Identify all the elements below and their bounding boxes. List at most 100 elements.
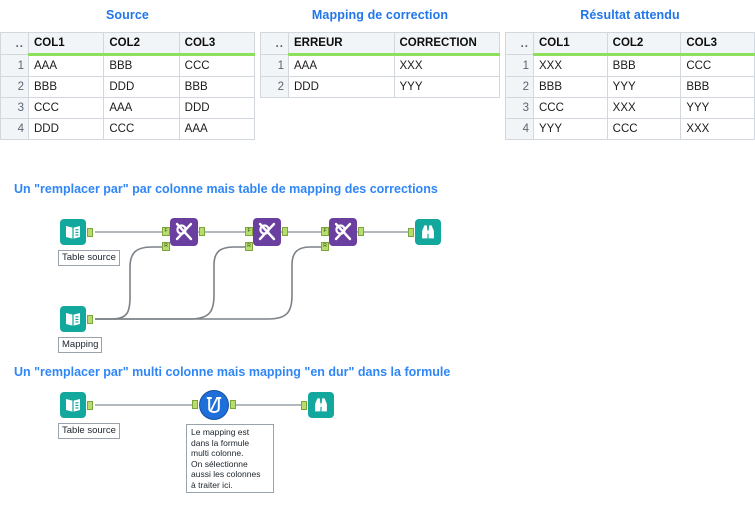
row-number: 1 bbox=[505, 54, 534, 77]
note-line: On sélectionne bbox=[191, 458, 248, 469]
row-index-header: .. bbox=[0, 32, 29, 55]
cell: BBB bbox=[533, 76, 608, 98]
row-number: 4 bbox=[0, 118, 29, 140]
column-header-correction: CORRECTION bbox=[393, 32, 500, 56]
table-row: 4 DDD CCC AAA bbox=[0, 118, 256, 140]
row-number: 1 bbox=[0, 54, 29, 77]
row-number: 2 bbox=[260, 76, 289, 98]
table-title-mapping: Mapping de correction bbox=[311, 8, 449, 22]
multi-field-formula-icon bbox=[200, 391, 228, 419]
connector-mapping-to-fr1 bbox=[95, 246, 163, 320]
cell: CCC bbox=[606, 118, 682, 140]
table-row: 1 AAA XXX bbox=[260, 54, 500, 77]
table-header-row: .. ERREUR CORRECTION bbox=[260, 32, 500, 56]
find-replace-icon bbox=[253, 218, 281, 246]
cell: YYY bbox=[606, 76, 682, 98]
table-block-result: Résultat attendu .. COL1 COL2 COL3 1 XXX… bbox=[505, 0, 755, 140]
row-number: 2 bbox=[505, 76, 534, 98]
connector-mapping-to-fr3 bbox=[95, 246, 322, 320]
node-table-source[interactable] bbox=[60, 219, 93, 245]
column-header-col2: COL2 bbox=[103, 32, 180, 56]
table-row: 4 YYY CCC XXX bbox=[505, 118, 755, 140]
row-number: 3 bbox=[505, 97, 534, 119]
note-line: à traiter ici. bbox=[191, 479, 233, 490]
cell: YYY bbox=[533, 118, 608, 140]
cell: BBB bbox=[680, 76, 755, 98]
cell: CCC bbox=[27, 97, 105, 119]
column-header-col3: COL3 bbox=[680, 32, 755, 56]
input-anchor[interactable] bbox=[301, 401, 307, 410]
input-data-icon bbox=[60, 392, 86, 418]
workflow-connectors-2 bbox=[95, 404, 305, 406]
cell: CCC bbox=[178, 54, 256, 77]
node-label-table-source-2: Table source bbox=[58, 423, 120, 439]
cell: AAA bbox=[178, 118, 256, 140]
cell: XXX bbox=[606, 97, 682, 119]
output-anchor[interactable] bbox=[87, 315, 93, 324]
row-number: 4 bbox=[505, 118, 534, 140]
table-title-source: Source bbox=[106, 8, 149, 22]
table-source: .. COL1 COL2 COL3 1 AAA BBB CCC 2 BBB DD… bbox=[0, 32, 256, 140]
node-mapping[interactable] bbox=[60, 306, 93, 332]
cell: AAA bbox=[103, 97, 180, 119]
data-tables-row: Source .. COL1 COL2 COL3 1 AAA BBB CCC bbox=[0, 0, 755, 150]
table-row: 1 AAA BBB CCC bbox=[0, 54, 256, 77]
note-line: dans la formule bbox=[191, 437, 250, 448]
browse-binoculars-icon bbox=[415, 219, 441, 245]
table-row: 2 DDD YYY bbox=[260, 76, 500, 98]
column-header-col1: COL1 bbox=[533, 32, 608, 56]
note-line: aussi les colonnes bbox=[191, 469, 261, 479]
table-block-mapping: Mapping de correction .. ERREUR CORRECTI… bbox=[260, 0, 500, 98]
cell: DDD bbox=[178, 97, 256, 119]
replace-input-anchor[interactable]: R bbox=[245, 242, 253, 251]
cell: CCC bbox=[680, 54, 755, 77]
output-anchor[interactable] bbox=[87, 401, 93, 410]
cell: CCC bbox=[533, 97, 608, 119]
node-multifield-formula[interactable] bbox=[192, 391, 236, 419]
node-find-replace-3[interactable]: F R bbox=[321, 218, 364, 251]
node-find-replace-1[interactable]: F R bbox=[162, 218, 205, 251]
output-anchor[interactable] bbox=[358, 227, 364, 236]
workflow-canvas-2: Table source Le mapping est dans la form… bbox=[0, 385, 755, 510]
node-browse-2[interactable] bbox=[301, 392, 334, 418]
connector-mapping-to-fr2 bbox=[95, 246, 246, 320]
input-anchor[interactable] bbox=[192, 400, 198, 409]
table-row: 2 BBB YYY BBB bbox=[505, 76, 755, 98]
output-anchor[interactable] bbox=[87, 228, 93, 237]
browse-binoculars-icon bbox=[308, 392, 334, 418]
replace-input-anchor[interactable]: R bbox=[321, 242, 329, 251]
column-header-erreur: ERREUR bbox=[288, 32, 395, 56]
row-index-header: .. bbox=[260, 32, 289, 55]
node-find-replace-2[interactable]: F R bbox=[245, 218, 288, 251]
row-number: 1 bbox=[260, 54, 289, 77]
note-line: Le mapping est bbox=[191, 427, 250, 437]
node-browse-1[interactable] bbox=[408, 219, 441, 245]
table-row: 3 CCC AAA DDD bbox=[0, 97, 256, 119]
output-anchor[interactable] bbox=[199, 227, 205, 236]
table-mapping: .. ERREUR CORRECTION 1 AAA XXX 2 DDD YYY bbox=[260, 32, 500, 98]
replace-input-anchor[interactable]: R bbox=[162, 242, 170, 251]
column-header-col1: COL1 bbox=[27, 32, 105, 56]
find-input-anchor[interactable]: F bbox=[162, 227, 170, 236]
section-title-1: Un "remplacer par" par colonne mais tabl… bbox=[14, 182, 438, 196]
table-row: 3 CCC XXX YYY bbox=[505, 97, 755, 119]
table-result: .. COL1 COL2 COL3 1 XXX BBB CCC 2 BBB YY… bbox=[505, 32, 755, 140]
cell: DDD bbox=[103, 76, 180, 98]
output-anchor[interactable] bbox=[230, 400, 236, 409]
workflow-connectors-1 bbox=[95, 231, 412, 320]
output-anchor[interactable] bbox=[282, 227, 288, 236]
annotation-note-formula: Le mapping est dans la formule multi col… bbox=[186, 424, 274, 493]
node-label-table-source: Table source bbox=[58, 250, 120, 266]
column-header-col2: COL2 bbox=[606, 32, 682, 56]
input-anchor[interactable] bbox=[408, 228, 414, 237]
table-title-result: Résultat attendu bbox=[580, 8, 680, 22]
node-table-source-2[interactable] bbox=[60, 392, 93, 418]
cell: BBB bbox=[103, 54, 180, 77]
find-input-anchor[interactable]: F bbox=[245, 227, 253, 236]
cell: CCC bbox=[103, 118, 180, 140]
node-label-mapping: Mapping bbox=[58, 337, 103, 353]
find-input-anchor[interactable]: F bbox=[321, 227, 329, 236]
table-header-row: .. COL1 COL2 COL3 bbox=[0, 32, 256, 56]
find-replace-icon bbox=[170, 218, 198, 246]
find-replace-icon bbox=[329, 218, 357, 246]
